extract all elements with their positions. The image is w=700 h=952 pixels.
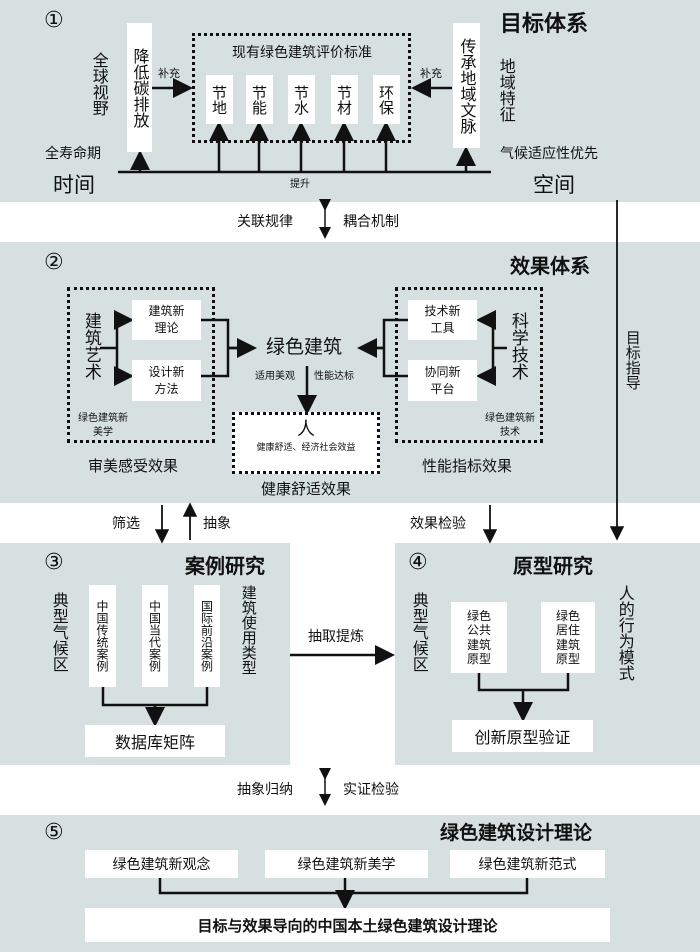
final-theory-box: 目标与效果导向的中国本土绿色建筑设计理论 <box>85 908 610 942</box>
aesthetic-effect-label: 审美感受效果 <box>88 457 179 475</box>
case-box-international: 国际前沿案例 <box>194 585 220 687</box>
upgrade-label: 提升 <box>290 179 310 190</box>
culture-box: 传承地域文脉 <box>453 23 480 148</box>
item-environment: 环保 <box>373 75 400 124</box>
public-prototype-box: 绿色公共建筑原型 <box>451 602 507 673</box>
supplement-label: 补充 <box>420 67 442 80</box>
performance-effect-label: 性能指标效果 <box>422 457 513 475</box>
filter-label: 筛选 <box>112 516 140 532</box>
time-label: 时间 <box>53 173 95 197</box>
climate-zone-label: 典型气候区 <box>409 592 429 672</box>
prototype-verify-box: 创新原型验证 <box>452 720 593 752</box>
regional-label: 地域特征 <box>496 58 516 122</box>
item-water: 节水 <box>288 75 315 124</box>
case-box-traditional: 中国传统案例 <box>89 585 116 687</box>
platform-box: 协同新平台 <box>408 360 477 401</box>
low-carbon-box: 降低碳排放 <box>127 23 152 152</box>
theory-item-concept: 绿色建筑新观念 <box>85 850 238 878</box>
lifecycle-label: 全寿命期 <box>45 146 101 162</box>
item-material: 节材 <box>331 75 358 124</box>
person-label: 人 <box>297 419 315 440</box>
person-frame <box>232 412 380 474</box>
section-number: ③ <box>44 550 64 575</box>
link-label: 关联规律 <box>237 214 293 230</box>
health-effect-label: 健康舒适效果 <box>260 480 351 498</box>
section-number: ① <box>44 8 64 33</box>
supplement-label: 补充 <box>158 67 180 80</box>
item-land: 节地 <box>206 75 233 124</box>
goal-guide-label: 目标指导 <box>623 330 642 390</box>
section-number: ② <box>44 250 64 275</box>
case-box-contemporary: 中国当代案例 <box>142 585 168 687</box>
item-energy: 节能 <box>246 75 273 124</box>
proto-bracket <box>477 673 570 692</box>
climate-zone-label: 典型气候区 <box>49 592 69 672</box>
standard-label: 现有绿色建筑评价标准 <box>232 45 372 61</box>
green-building-label: 绿色建筑 <box>266 336 343 358</box>
section-title: 原型研究 <box>513 554 593 578</box>
section-number: ⑤ <box>44 820 64 845</box>
induction-label: 抽象归纳 <box>237 782 293 798</box>
tool-box: 技术新工具 <box>408 300 477 340</box>
residential-prototype-box: 绿色居住建筑原型 <box>541 602 595 673</box>
abstract-label: 抽象 <box>203 516 231 532</box>
science-label: 科学技术 <box>507 312 528 380</box>
building-type-label: 建筑使用类型 <box>239 585 258 675</box>
database-matrix-box: 数据库矩阵 <box>85 725 225 757</box>
method-box: 设计新方法 <box>132 360 201 401</box>
section-title: 目标体系 <box>500 12 589 37</box>
art-bracket <box>100 318 128 378</box>
standard-frame <box>192 33 411 143</box>
global-view-label: 全球视野 <box>89 52 109 116</box>
effect-check-label: 效果检验 <box>410 516 466 532</box>
new-tech-label: 绿色建筑新技术 <box>485 413 535 438</box>
behavior-label: 人的行为模式 <box>615 585 635 681</box>
section-title: 绿色建筑设计理论 <box>440 822 593 844</box>
art-frame <box>67 287 215 443</box>
space-label: 空间 <box>533 173 575 197</box>
aesthetic-label: 绿色建筑新美学 <box>78 413 128 438</box>
art-label: 建筑艺术 <box>80 312 101 380</box>
section-number: ④ <box>408 550 428 575</box>
climate-priority-label: 气候适应性优先 <box>500 146 598 162</box>
useful-label: 适用美观 <box>255 371 295 382</box>
link-label: 耦合机制 <box>343 214 399 230</box>
extract-label: 抽取提炼 <box>308 629 364 645</box>
theory-item-aesthetics: 绿色建筑新美学 <box>265 850 428 878</box>
theory-box: 建筑新理论 <box>132 300 201 340</box>
tech-frame <box>395 287 543 443</box>
section-title: 效果体系 <box>510 254 590 278</box>
theory-item-paradigm: 绿色建筑新范式 <box>450 850 605 878</box>
performance-label: 性能达标 <box>314 371 354 382</box>
section-title: 案例研究 <box>185 554 265 578</box>
person-benefit-label: 健康舒适、经济社会效益 <box>256 443 356 453</box>
theory-bracket-bottom <box>158 878 529 895</box>
empirical-label: 实证检验 <box>343 782 399 798</box>
